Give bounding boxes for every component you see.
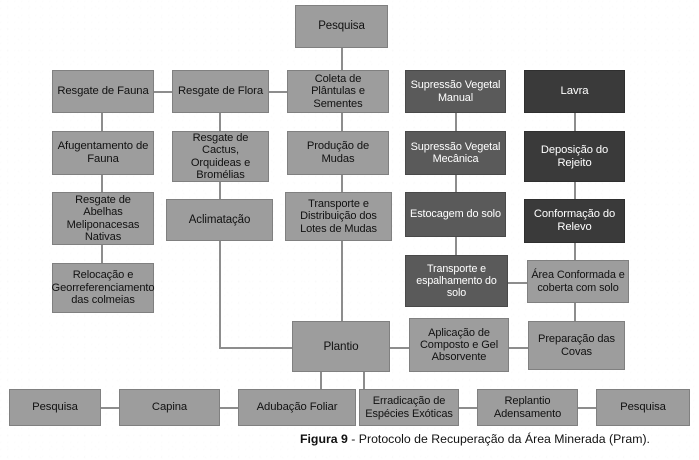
figure-number: Figura 9 bbox=[300, 432, 348, 446]
node-supressao-manual[interactable]: Supressão Vegetal Manual bbox=[405, 70, 506, 113]
node-supressao-mecanica[interactable]: Supressão Vegetal Mecânica bbox=[405, 131, 506, 175]
connector-pesquisa-to-capina bbox=[101, 407, 119, 409]
node-aclimatacao[interactable]: Aclimatação bbox=[166, 199, 273, 241]
node-label: Adubação Foliar bbox=[256, 401, 338, 414]
connector-estocagem-to-transporte-solo bbox=[455, 237, 457, 255]
connector-fauna-to-flora bbox=[154, 91, 172, 93]
connector-erradicacao-to-replantio bbox=[459, 407, 477, 409]
node-resgate-cactus[interactable]: Resgate de Cactus, Orquideas e Bromélias bbox=[172, 131, 269, 182]
node-label: Pesquisa bbox=[32, 401, 78, 414]
connector-covas-to-aplicacao bbox=[509, 347, 528, 349]
connector-plantio-to-erradicacao bbox=[363, 372, 365, 389]
connector-cactus-to-aclimatacao bbox=[219, 182, 221, 199]
node-resgate-fauna[interactable]: Resgate de Fauna bbox=[52, 70, 154, 113]
connector-producao-to-transporte bbox=[341, 175, 343, 192]
node-estocagem-solo[interactable]: Estocagem do solo bbox=[405, 192, 506, 237]
node-aplicacao-composto[interactable]: Aplicação de Composto e Gel Absorvente bbox=[409, 318, 509, 372]
node-label: Deposição do Rejeito bbox=[540, 143, 609, 169]
node-label: Estocagem do solo bbox=[410, 208, 501, 221]
node-label: Conformação do Relevo bbox=[533, 208, 616, 233]
connector-afugentamento-to-abelhas bbox=[101, 175, 103, 192]
node-label: Produção de Mudas bbox=[306, 140, 370, 165]
node-label: Supressão Vegetal Mecânica bbox=[410, 140, 501, 165]
node-label: Lavra bbox=[560, 85, 589, 98]
node-relocacao-colmeias[interactable]: Relocação e Georreferenciamento das colm… bbox=[51, 263, 155, 313]
node-label: Pesquisa bbox=[318, 20, 365, 33]
node-label: Plantio bbox=[323, 339, 359, 353]
connector-flora-to-cactus bbox=[219, 113, 221, 131]
node-replantio-adensamento[interactable]: Replantio Adensamento bbox=[477, 389, 578, 426]
figure-separator: - bbox=[347, 432, 359, 446]
node-label: Capina bbox=[151, 401, 188, 414]
connector-lavra-to-deposicao bbox=[574, 113, 576, 131]
connector-aplicacao-to-plantio bbox=[390, 347, 409, 349]
connector-abelhas-to-relocacao bbox=[101, 245, 103, 263]
node-afugentamento-fauna[interactable]: Afugentamento de Fauna bbox=[52, 131, 154, 175]
node-pesquisa-topo[interactable]: Pesquisa bbox=[295, 5, 388, 48]
node-label: Área Conformada e coberta com solo bbox=[531, 269, 625, 294]
node-label: Transporte e espalhamento do solo bbox=[416, 263, 497, 299]
connector-flora-to-coleta bbox=[269, 91, 287, 93]
figure-caption: Figura 9 - Protocolo de Recuperação da Á… bbox=[300, 432, 696, 446]
node-label: Resgate de Abelhas Meliponacesas Nativas bbox=[66, 193, 140, 243]
node-transporte-espalhamento[interactable]: Transporte e espalhamento do solo bbox=[405, 255, 508, 307]
node-label: Supressão Vegetal Manual bbox=[410, 79, 501, 104]
node-conformacao-relevo[interactable]: Conformação do Relevo bbox=[524, 199, 625, 243]
node-lavra[interactable]: Lavra bbox=[524, 70, 625, 113]
connector-transporte-lotes-to-plantio bbox=[341, 241, 343, 321]
node-area-conformada[interactable]: Área Conformada e coberta com solo bbox=[527, 260, 629, 303]
node-capina[interactable]: Capina bbox=[119, 389, 220, 426]
connector-supressao-manual-to-mecanica bbox=[455, 113, 457, 131]
connector-pesquisa-to-coleta bbox=[341, 48, 343, 70]
connector-deposicao-to-conformacao bbox=[574, 182, 576, 199]
node-label: Aclimatação bbox=[188, 213, 251, 226]
node-resgate-flora[interactable]: Resgate de Flora bbox=[172, 70, 269, 113]
node-label: Transporte e Distribuição dos Lotes de M… bbox=[300, 198, 377, 235]
connector-coleta-to-producao bbox=[341, 113, 343, 131]
node-preparacao-covas[interactable]: Preparação das Covas bbox=[528, 321, 625, 370]
node-deposicao-rejeito[interactable]: Deposição do Rejeito bbox=[524, 131, 625, 182]
connector-conformacao-to-area bbox=[574, 243, 576, 260]
connector-supressao-mecanica-to-estocagem bbox=[455, 175, 457, 192]
node-resgate-abelhas[interactable]: Resgate de Abelhas Meliponacesas Nativas bbox=[52, 192, 154, 245]
connector-fauna-to-afugentamento bbox=[101, 113, 103, 131]
node-label: Pesquisa bbox=[620, 401, 666, 414]
connector-aclimatacao-to-plantio bbox=[219, 347, 294, 349]
node-label: Resgate de Cactus, Orquideas e Bromélias bbox=[190, 131, 251, 181]
connector-plantio-to-adubacao bbox=[320, 372, 322, 389]
node-coleta-plantulas[interactable]: Coleta de Plântulas e Sementes bbox=[287, 70, 389, 113]
connector-area-to-preparacao-covas bbox=[574, 303, 576, 321]
figure-title: Protocolo de Recuperação da Área Minerad… bbox=[358, 432, 650, 446]
connector-transporte-solo-to-area-conformada bbox=[508, 282, 527, 284]
node-adubacao-foliar[interactable]: Adubação Foliar bbox=[238, 389, 356, 426]
connector-replantio-to-pesquisa bbox=[578, 407, 596, 409]
node-label: Relocação e Georreferenciamento das colm… bbox=[51, 269, 155, 307]
node-pesquisa-rodape-direita[interactable]: Pesquisa bbox=[596, 389, 690, 426]
node-transporte-lotes[interactable]: Transporte e Distribuição dos Lotes de M… bbox=[285, 192, 392, 241]
node-erradicacao-exoticas[interactable]: Erradicação de Espécies Exóticas bbox=[359, 389, 459, 426]
node-label: Preparação das Covas bbox=[538, 333, 615, 358]
connector-aclimatacao-down bbox=[219, 241, 221, 349]
node-label: Replantio Adensamento bbox=[493, 395, 562, 420]
connector-capina-to-adubacao bbox=[220, 407, 238, 409]
node-label: Erradicação de Espécies Exóticas bbox=[365, 395, 453, 420]
node-label: Resgate de Fauna bbox=[57, 85, 149, 98]
node-label: Resgate de Flora bbox=[177, 85, 264, 98]
node-label: Afugentamento de Fauna bbox=[57, 140, 149, 165]
node-producao-mudas[interactable]: Produção de Mudas bbox=[287, 131, 389, 175]
node-pesquisa-rodape-esquerda[interactable]: Pesquisa bbox=[9, 389, 101, 426]
node-label: Aplicação de Composto e Gel Absorvente bbox=[419, 326, 499, 364]
node-label: Coleta de Plântulas e Sementes bbox=[311, 72, 365, 110]
node-plantio[interactable]: Plantio bbox=[292, 321, 390, 372]
